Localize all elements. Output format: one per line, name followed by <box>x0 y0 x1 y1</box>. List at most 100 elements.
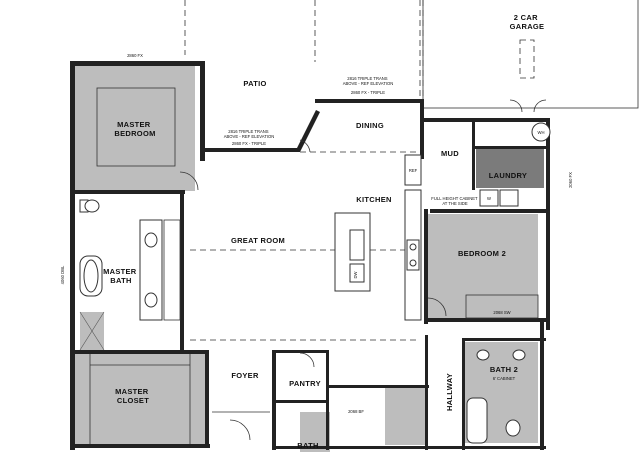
front-door <box>229 419 251 441</box>
garage-label-2: GARAGE <box>510 22 545 31</box>
wall-bath-right <box>180 190 184 350</box>
wall-closet-top <box>75 350 207 354</box>
bath2-toilet <box>505 419 521 437</box>
master-top-window-note: 2860 FX <box>127 53 143 58</box>
master-bath-label-2: BATH <box>110 276 131 285</box>
washer <box>479 189 499 207</box>
dining-label: DINING <box>356 121 384 130</box>
laundry-fill <box>476 148 544 188</box>
left-window-note: 4060 DBL <box>60 265 65 284</box>
wall-bay-window <box>296 110 320 152</box>
wall-master-right <box>200 61 205 161</box>
bath2-sink-2 <box>512 349 526 361</box>
dining-window-note: 2816 TRIPLE TRANS ABOVE - REF ELEVATION <box>343 76 394 86</box>
wall-hall-left <box>425 335 428 450</box>
patio-door <box>299 139 311 153</box>
bed2-closet-note: 2068 SW <box>493 310 510 315</box>
laundry-label: LAUNDRY <box>489 171 528 180</box>
master-closet-label: MASTER CLOSET <box>115 387 151 405</box>
patio-label: PATIO <box>243 79 266 88</box>
laundry-note-1: FULL HEIGHT CABINET <box>431 196 478 201</box>
patio-window-note-2: ABOVE - REF ELEVATION <box>224 134 275 139</box>
wall-bed2-left <box>424 209 428 324</box>
master-tray-ceiling <box>96 87 176 167</box>
wall-foyer-right <box>272 350 276 450</box>
wall-master-top <box>70 61 204 66</box>
wall-dining-top <box>315 99 423 103</box>
bed2-door <box>427 297 447 317</box>
wall-bottom <box>70 444 210 448</box>
pantry-shelf-note: 2068 BF <box>348 409 364 414</box>
bath2-sink-1 <box>476 349 490 361</box>
master-bath-label: MASTER BATH <box>103 267 139 285</box>
master-bedroom-label-2: BEDROOM <box>114 129 155 138</box>
water-heater <box>531 122 551 142</box>
fridge-note: REF <box>409 168 418 173</box>
master-door <box>179 171 199 191</box>
wall-laundry-right <box>546 118 550 330</box>
bath2-tub <box>466 397 488 444</box>
master-bedroom-label: MASTER BEDROOM <box>114 120 155 138</box>
bath-fill <box>300 412 330 452</box>
garage-attic-access <box>519 39 535 79</box>
foyer-label: FOYER <box>231 371 259 380</box>
sink-1 <box>144 232 158 248</box>
wall-laundry-left <box>472 120 475 190</box>
pantry-label: PANTRY <box>289 379 321 388</box>
vanity <box>139 219 163 321</box>
hallway-label: HALLWAY <box>445 373 454 411</box>
mud-label: MUD <box>441 149 459 158</box>
bedroom-2-label: BEDROOM 2 <box>458 249 506 258</box>
wall-master-bedroom-bottom <box>75 190 185 194</box>
bath-2-label: BATH 2 <box>490 365 518 374</box>
master-closet-fill <box>75 354 207 444</box>
garage-door-left <box>509 99 523 113</box>
pantry-door <box>299 352 315 368</box>
burner-2 <box>409 259 417 267</box>
wall-bed2-bottom <box>424 318 550 322</box>
bed2-closet <box>465 294 539 319</box>
wall-master-left <box>70 61 75 450</box>
garage-label: 2 CAR GARAGE <box>510 13 545 31</box>
toilet-bowl <box>84 199 100 213</box>
garage-door-right <box>533 99 547 113</box>
bedroom-2-fill <box>428 214 538 318</box>
wall-bath2-left <box>462 338 465 450</box>
wall-bath2-top <box>462 338 546 341</box>
master-closet-label-1: MASTER <box>115 387 149 396</box>
wall-pantry-right <box>326 350 329 450</box>
wall-mud-bottom <box>430 209 546 213</box>
master-closet-label-2: CLOSET <box>117 396 149 405</box>
patio-window-note-1: 2816 TRIPLE TRANS <box>228 129 269 134</box>
garage-label-1: 2 CAR <box>514 13 538 22</box>
right-window-note: 2060 FX <box>568 172 573 188</box>
water-heater-label: WH <box>538 130 545 135</box>
hallway-closet-fill <box>385 385 425 445</box>
dining-window-note-2: ABOVE - REF ELEVATION <box>343 81 394 86</box>
kitchen-label: KITCHEN <box>356 195 391 204</box>
wall-bottom-right <box>276 446 546 449</box>
master-bedroom-label-1: MASTER <box>117 120 151 129</box>
wall-laundry-inner <box>472 146 550 149</box>
dishwasher-label: DW <box>353 271 358 278</box>
sink-2 <box>144 292 158 308</box>
fridge <box>404 154 422 186</box>
laundry-note-2: AT THE SIDE <box>442 201 468 206</box>
washer-label: W <box>487 196 491 201</box>
tub-basin <box>83 259 99 293</box>
shower-hatch-2 <box>79 311 105 351</box>
vanity-right-cabinet <box>163 219 181 321</box>
dining-window-note-b: 2860 FX - TRIPLE <box>351 90 385 95</box>
patio-window-note: 2816 TRIPLE TRANS ABOVE - REF ELEVATION <box>224 129 275 139</box>
wall-dining-right <box>420 99 424 159</box>
wall-pantry-top <box>276 350 326 353</box>
wall-closet-right <box>205 350 209 448</box>
bath2-vanity-note: 6' CABINET <box>493 376 516 381</box>
laundry-note: FULL HEIGHT CABINET AT THE SIDE <box>431 196 478 206</box>
master-bath-label-1: MASTER <box>103 267 137 276</box>
wall-bath2-right <box>540 322 544 450</box>
wall-mid-bottom <box>329 385 429 388</box>
wall-patio-bottom <box>200 148 300 152</box>
dishwasher <box>349 263 365 283</box>
